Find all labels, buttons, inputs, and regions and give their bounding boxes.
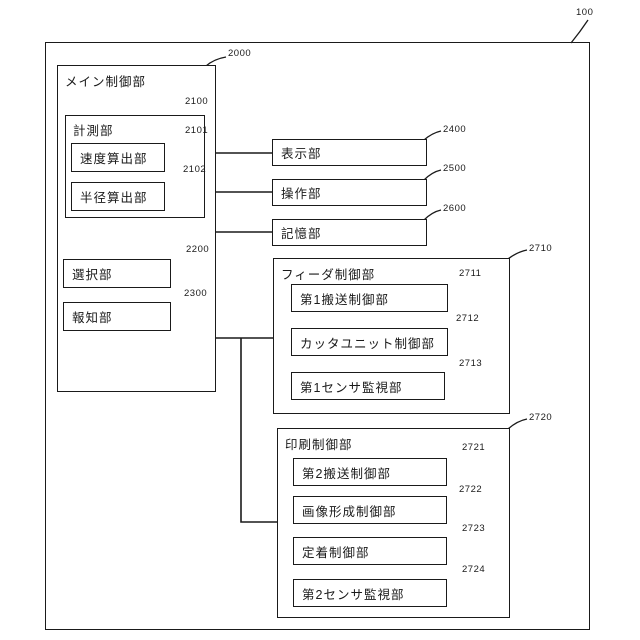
ref-label-2723: 2723 [462, 523, 486, 534]
box-selection-unit: 選択部 [63, 259, 171, 288]
speed-calculation-label: 速度算出部 [80, 152, 148, 166]
selection-unit-label: 選択部 [72, 268, 113, 282]
measurement-unit-label: 計測部 [73, 124, 114, 138]
bus-connectors [216, 152, 277, 523]
box-first-sensor-monitor-unit: 第1センサ監視部 [291, 372, 445, 400]
ref-label-2100: 2100 [185, 96, 209, 107]
box-speed-calculation-unit: 速度算出部 [71, 143, 165, 172]
first-transport-control-label: 第1搬送制御部 [300, 292, 389, 307]
leader-2720 [507, 418, 528, 430]
ref-label-2500: 2500 [443, 163, 467, 174]
box-operation-unit: 操作部 [272, 179, 427, 206]
print-control-unit-label: 印刷制御部 [285, 438, 353, 452]
ref-label-2101: 2101 [185, 125, 209, 136]
box-cutter-unit-control-unit: カッタユニット制御部 [291, 328, 448, 356]
box-image-forming-control-unit: 画像形成制御部 [293, 496, 447, 524]
box-radius-calculation-unit: 半径算出部 [71, 182, 165, 211]
ref-label-2724: 2724 [462, 564, 486, 575]
leader-2600 [423, 209, 442, 221]
main-control-unit-label: メイン制御部 [65, 75, 147, 89]
leader-2500 [423, 169, 442, 181]
cutter-unit-control-label: カッタユニット制御部 [300, 336, 436, 351]
first-sensor-monitor-label: 第1センサ監視部 [300, 380, 403, 395]
ref-label-2711: 2711 [459, 268, 482, 279]
box-storage-unit: 記憶部 [272, 219, 427, 246]
image-forming-control-label: 画像形成制御部 [302, 504, 397, 519]
fixing-control-label: 定着制御部 [302, 545, 370, 560]
feeder-control-unit-label: フィーダ制御部 [281, 268, 376, 282]
leader-2400 [423, 130, 442, 141]
box-measurement-unit: 計測部 [65, 115, 205, 218]
leader-2000 [205, 56, 227, 67]
box-fixing-control-unit: 定着制御部 [293, 537, 447, 565]
ref-label-2713: 2713 [459, 358, 483, 369]
radius-calculation-label: 半径算出部 [80, 191, 148, 205]
ref-label-2000: 2000 [228, 48, 252, 59]
box-first-transport-control-unit: 第1搬送制御部 [291, 284, 448, 312]
box-main-control-unit: メイン制御部 [57, 65, 216, 392]
ref-label-2300: 2300 [184, 288, 208, 299]
ref-label-2710: 2710 [529, 243, 553, 254]
ref-label-2721: 2721 [462, 442, 486, 453]
leader-100 [570, 19, 589, 44]
ref-label-2400: 2400 [443, 124, 467, 135]
box-second-transport-control-unit: 第2搬送制御部 [293, 458, 447, 486]
ref-label-2712: 2712 [456, 313, 480, 324]
box-display-unit: 表示部 [272, 139, 427, 166]
second-sensor-monitor-label: 第2センサ監視部 [302, 587, 405, 602]
device-frame [45, 42, 590, 630]
ref-label-2200: 2200 [186, 244, 210, 255]
ref-label-2102: 2102 [183, 164, 207, 175]
ref-label-2722: 2722 [459, 484, 483, 495]
leader-2710 [507, 249, 528, 260]
ref-label-2720: 2720 [529, 412, 553, 423]
ref-label-100: 100 [576, 7, 594, 18]
connector-main-to-print [240, 338, 277, 523]
storage-unit-label: 記憶部 [281, 227, 322, 241]
notification-unit-label: 報知部 [72, 311, 113, 325]
box-notification-unit: 報知部 [63, 302, 171, 331]
box-second-sensor-monitor-unit: 第2センサ監視部 [293, 579, 447, 607]
display-unit-label: 表示部 [281, 147, 322, 161]
second-transport-control-label: 第2搬送制御部 [302, 466, 391, 481]
ref-label-2600: 2600 [443, 203, 467, 214]
operation-unit-label: 操作部 [281, 187, 322, 201]
